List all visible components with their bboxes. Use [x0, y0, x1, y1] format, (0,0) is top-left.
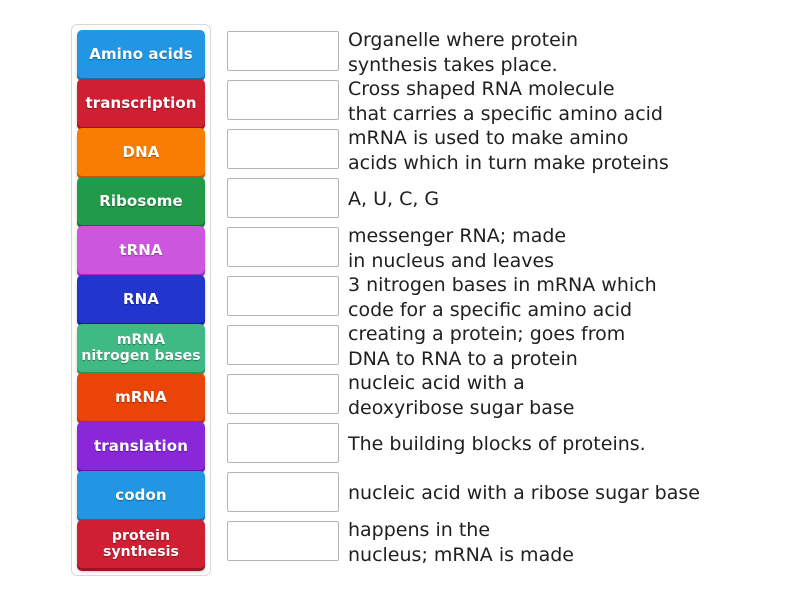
definition-row: creating a protein; goes from DNA to RNA… [227, 322, 772, 371]
definition-row: The building blocks of proteins. [227, 420, 772, 469]
answer-drop-slot[interactable] [227, 276, 339, 316]
definition-row: Cross shaped RNA molecule that carries a… [227, 77, 772, 126]
word-tile[interactable]: Amino acids [77, 30, 205, 78]
word-tile[interactable]: transcription [77, 79, 205, 127]
definition-row: 3 nitrogen bases in mRNA which code for … [227, 273, 772, 322]
word-tile[interactable]: DNA [77, 128, 205, 176]
definition-text: 3 nitrogen bases in mRNA which code for … [348, 274, 657, 321]
definition-row: nucleic acid with a ribose sugar base [227, 469, 772, 518]
answer-drop-slot[interactable] [227, 178, 339, 218]
definition-row: messenger RNA; made in nucleus and leave… [227, 224, 772, 273]
definition-text: nucleic acid with a ribose sugar base [348, 482, 700, 504]
definition-row: nucleic acid with a deoxyribose sugar ba… [227, 371, 772, 420]
word-tile[interactable]: mRNA nitrogen bases [77, 324, 205, 372]
definition-row: A, U, C, G [227, 175, 772, 224]
word-tile[interactable]: mRNA [77, 373, 205, 421]
word-tile-label: protein synthesis [103, 528, 179, 560]
definition-text: Organelle where protein synthesis takes … [348, 29, 579, 76]
definition-row: mRNA is used to make amino acids which i… [227, 126, 772, 175]
word-tile[interactable]: Ribosome [77, 177, 205, 225]
answer-drop-slot[interactable] [227, 472, 339, 512]
answer-drop-slot[interactable] [227, 31, 339, 71]
answer-drop-slot[interactable] [227, 129, 339, 169]
definition-text: messenger RNA; made in nucleus and leave… [348, 225, 567, 272]
answer-drop-slot[interactable] [227, 423, 339, 463]
word-tile[interactable]: RNA [77, 275, 205, 323]
definition-text: nucleic acid with a deoxyribose sugar ba… [348, 372, 575, 419]
answer-drop-slot[interactable] [227, 374, 339, 414]
definition-text: creating a protein; goes from DNA to RNA… [348, 323, 626, 370]
word-tile[interactable]: translation [77, 422, 205, 470]
answer-drop-slot[interactable] [227, 521, 339, 561]
word-tile-label: codon [115, 485, 167, 504]
word-tile-label: transcription [85, 93, 197, 112]
word-tile-label: mRNA [115, 387, 167, 406]
answer-drop-slot[interactable] [227, 325, 339, 365]
definition-row: happens in the nucleus; mRNA is made [227, 518, 772, 567]
word-tile-label: tRNA [119, 240, 163, 259]
definition-text: happens in the nucleus; mRNA is made [348, 519, 574, 566]
definition-text: mRNA is used to make amino acids which i… [348, 127, 669, 174]
definition-row: Organelle where protein synthesis takes … [227, 28, 772, 77]
word-tile-label: RNA [122, 289, 159, 308]
word-tile-label: translation [94, 436, 188, 455]
word-tile-label: Amino acids [89, 44, 193, 63]
word-tile[interactable]: protein synthesis [77, 520, 205, 568]
word-tile-label: Ribosome [99, 191, 183, 210]
answer-drop-slot[interactable] [227, 80, 339, 120]
word-tile[interactable]: tRNA [77, 226, 205, 274]
word-tile[interactable]: codon [77, 471, 205, 519]
definition-text: Cross shaped RNA molecule that carries a… [348, 78, 663, 125]
definition-list: Organelle where protein synthesis takes … [227, 28, 772, 567]
definition-text: The building blocks of proteins. [348, 433, 646, 455]
definition-text: A, U, C, G [348, 188, 440, 210]
word-tile-label: DNA [122, 142, 160, 161]
word-tile-label: mRNA nitrogen bases [81, 332, 201, 364]
answer-drop-slot[interactable] [227, 227, 339, 267]
